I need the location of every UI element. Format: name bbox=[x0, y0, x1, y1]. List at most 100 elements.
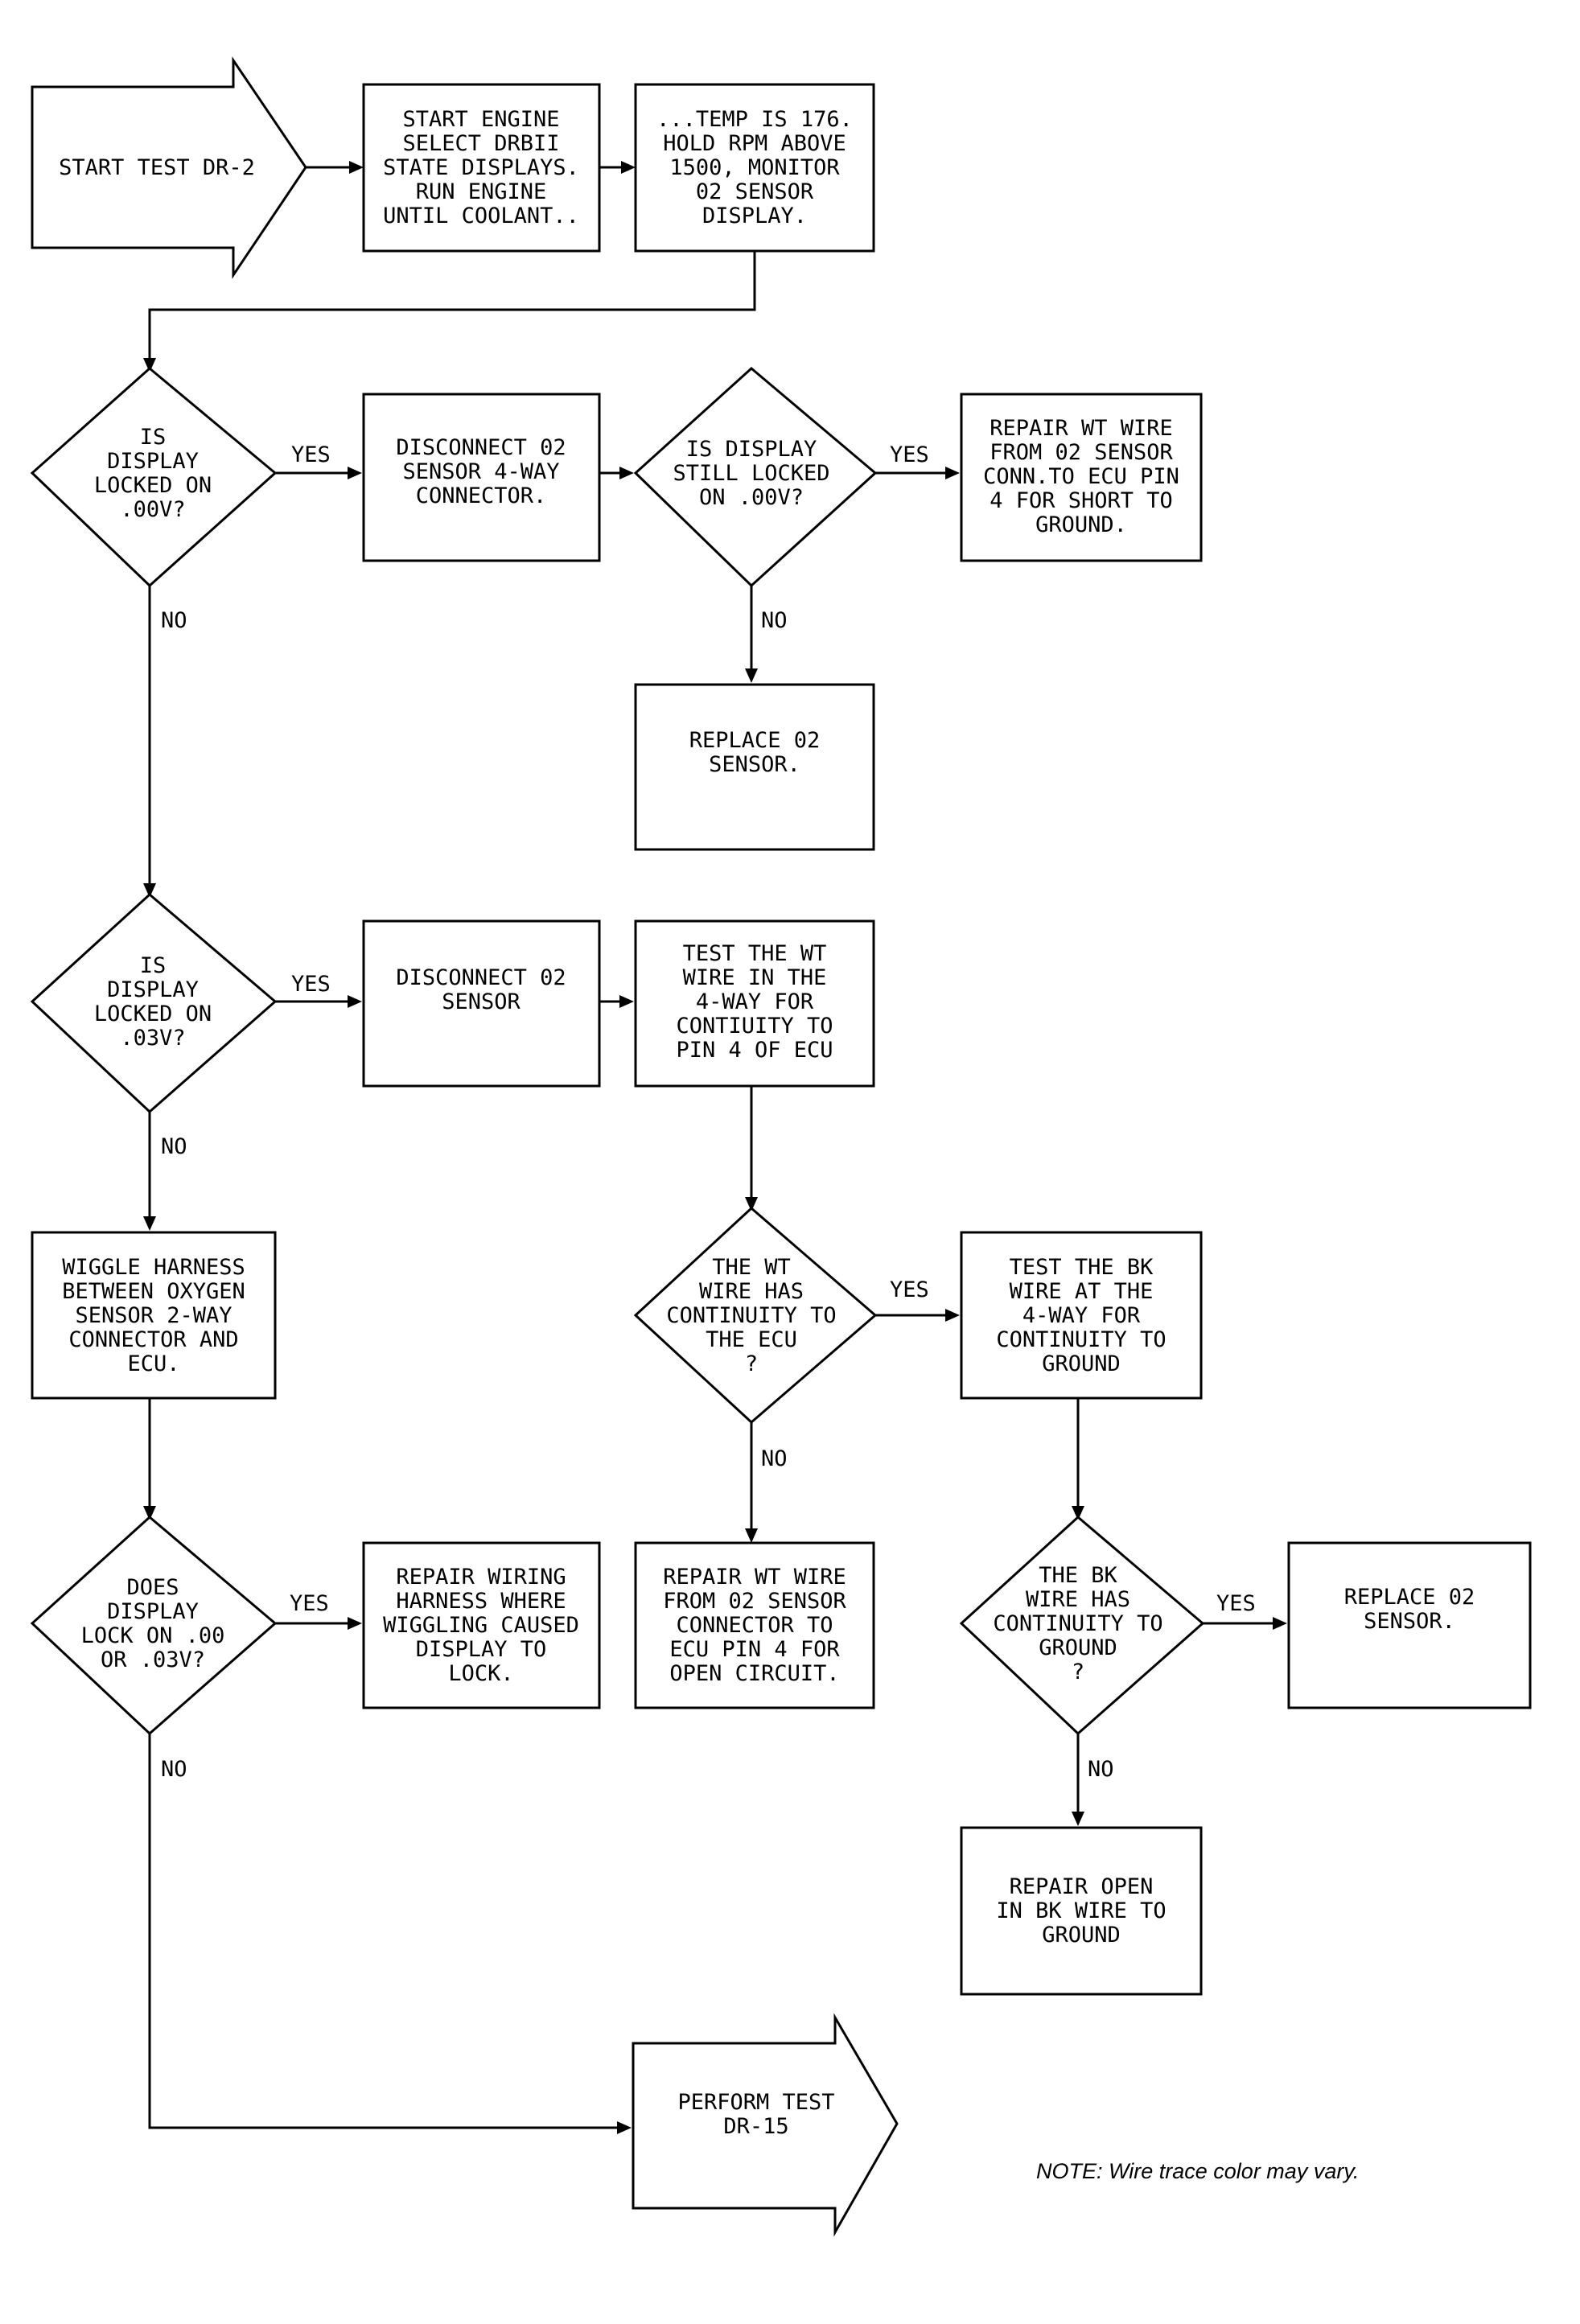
c1-label-line: BETWEEN OXYGEN bbox=[62, 1279, 245, 1304]
arrowhead bbox=[745, 1528, 758, 1543]
q4-label-line: THE ECU bbox=[706, 1327, 797, 1352]
d1-label-line: GROUND bbox=[1042, 1351, 1121, 1376]
c1-label-line: WIGGLE HARNESS bbox=[62, 1255, 245, 1280]
e2-label-line: FROM 02 SENSOR bbox=[663, 1589, 846, 1614]
step2-label-line: ...TEMP IS 176. bbox=[656, 107, 853, 132]
q5-label-line: OR .03V? bbox=[101, 1647, 205, 1672]
step2-label-line: DISPLAY. bbox=[702, 204, 807, 228]
footnote: NOTE: Wire trace color may vary. bbox=[1036, 2159, 1359, 2183]
edge-label-yes: YES bbox=[291, 972, 331, 997]
arrowhead bbox=[745, 668, 758, 683]
arrowhead bbox=[1072, 1812, 1084, 1826]
q6-label-line: GROUND bbox=[1039, 1635, 1117, 1660]
q2-label-line: ON .00V? bbox=[699, 485, 804, 510]
a2-box bbox=[960, 393, 1203, 562]
start-terminal bbox=[31, 56, 307, 279]
q1-label-line: LOCKED ON bbox=[94, 473, 212, 498]
step2-label-line: HOLD RPM ABOVE bbox=[663, 131, 846, 156]
d1-label-line: WIRE AT THE bbox=[1010, 1279, 1154, 1304]
e2-box bbox=[634, 1541, 875, 1709]
e1-label-line: REPAIR WIRING bbox=[396, 1565, 566, 1590]
e2-label-line: OPEN CIRCUIT. bbox=[669, 1661, 839, 1686]
g1-label-line: IN BK WIRE TO bbox=[996, 1898, 1166, 1923]
b2-label-line: PIN 4 OF ECU bbox=[676, 1038, 833, 1063]
e1-label-line: WIGGLING CAUSED bbox=[383, 1613, 579, 1638]
arrowhead bbox=[143, 883, 156, 898]
c1-label-line: SENSOR 2-WAY bbox=[75, 1303, 232, 1328]
e1-label-line: DISPLAY TO bbox=[416, 1637, 547, 1662]
a3-label-line: SENSOR. bbox=[709, 752, 800, 777]
edge-label-yes: YES bbox=[890, 442, 929, 467]
a2-label-line: FROM 02 SENSOR bbox=[990, 440, 1173, 465]
step1-label-line: RUN ENGINE bbox=[416, 179, 547, 204]
arrowhead bbox=[621, 161, 636, 174]
arrowhead bbox=[349, 161, 364, 174]
shapes bbox=[30, 56, 1532, 2237]
step2-label-line: 02 SENSOR bbox=[696, 179, 814, 204]
q3-label-line: LOCKED ON bbox=[94, 1002, 212, 1026]
q6-label-line: WIRE HAS bbox=[1026, 1587, 1130, 1612]
arrowhead bbox=[143, 358, 156, 372]
q3-label-line: IS bbox=[140, 953, 167, 978]
start-label-line: START TEST DR-2 bbox=[59, 155, 255, 180]
q5-label-line: DOES bbox=[126, 1575, 179, 1600]
q2-label-line: STILL LOCKED bbox=[673, 461, 829, 486]
arrowhead bbox=[619, 995, 634, 1008]
q4-label-line: WIRE HAS bbox=[699, 1279, 804, 1304]
a2-label-line: REPAIR WT WIRE bbox=[990, 416, 1173, 441]
a1-label-line: CONNECTOR. bbox=[416, 483, 547, 508]
arrowhead bbox=[143, 1216, 156, 1231]
g1-label-line: GROUND bbox=[1042, 1923, 1121, 1948]
edge-label-no: NO bbox=[761, 608, 788, 633]
edge-label-yes: YES bbox=[890, 1277, 929, 1302]
e1-box bbox=[362, 1541, 601, 1709]
q4-label-line: THE WT bbox=[712, 1255, 791, 1280]
c1-box bbox=[31, 1231, 277, 1400]
arrowhead bbox=[143, 1506, 156, 1520]
arrowhead bbox=[617, 2121, 632, 2134]
e2-label-line: ECU PIN 4 FOR bbox=[669, 1637, 840, 1662]
b2-box bbox=[634, 919, 875, 1088]
b2-label-line: 4-WAY FOR bbox=[696, 989, 814, 1014]
q3-label-line: .03V? bbox=[120, 1026, 185, 1051]
f1-label-line: SENSOR. bbox=[1364, 1609, 1455, 1634]
d1-label-line: 4-WAY FOR bbox=[1022, 1303, 1141, 1328]
q6-label-line: CONTINUITY TO bbox=[993, 1611, 1162, 1636]
q2-label-line: IS DISPLAY bbox=[686, 437, 817, 462]
d1-label-line: CONTINUITY TO bbox=[996, 1327, 1166, 1352]
q2-diamond bbox=[633, 367, 878, 588]
d1-box bbox=[960, 1231, 1203, 1400]
b1-box bbox=[362, 919, 601, 1088]
a2-label-line: CONN.TO ECU PIN bbox=[983, 464, 1179, 489]
g1-box bbox=[960, 1826, 1203, 1996]
arrowheads bbox=[143, 161, 1287, 2134]
f1-box bbox=[1287, 1541, 1532, 1709]
edge-label-no: NO bbox=[761, 1446, 788, 1471]
step1-label-line: UNTIL COOLANT.. bbox=[383, 204, 579, 228]
b2-label-line: WIRE IN THE bbox=[683, 965, 827, 990]
e2-label-line: CONNECTOR TO bbox=[676, 1613, 833, 1638]
edge-label-no: NO bbox=[161, 1757, 187, 1782]
edge-label-yes: YES bbox=[1216, 1591, 1256, 1616]
a3-box bbox=[634, 683, 875, 851]
step1-label-line: START ENGINE bbox=[402, 107, 559, 132]
q4-label-line: CONTINUITY TO bbox=[666, 1303, 836, 1328]
end-terminal bbox=[632, 2013, 899, 2237]
g1-label-line: REPAIR OPEN bbox=[1010, 1874, 1154, 1899]
q1-label-line: .00V? bbox=[120, 497, 185, 522]
step1-label-line: SELECT DRBII bbox=[402, 131, 559, 156]
e1-label-line: LOCK. bbox=[448, 1661, 513, 1686]
q4-diamond bbox=[633, 1206, 878, 1425]
b1-label-line: DISCONNECT 02 bbox=[396, 965, 566, 990]
connectors bbox=[148, 166, 1279, 2129]
edge-labels: YES YES YES YES YES YES NO NO NO NO NO N… bbox=[161, 442, 1256, 1782]
q5-label-line: LOCK ON .00 bbox=[81, 1623, 225, 1648]
a3-label-line: REPLACE 02 bbox=[689, 728, 821, 753]
c1-label-line: CONNECTOR AND bbox=[68, 1327, 238, 1352]
end-label-line: DR-15 bbox=[723, 2114, 788, 2139]
arrowhead bbox=[1072, 1506, 1084, 1520]
q3-diamond bbox=[30, 893, 278, 1114]
q6-label-line: ? bbox=[1072, 1660, 1084, 1684]
f1-label-line: REPLACE 02 bbox=[1344, 1585, 1475, 1610]
edge-label-no: NO bbox=[1088, 1757, 1114, 1782]
